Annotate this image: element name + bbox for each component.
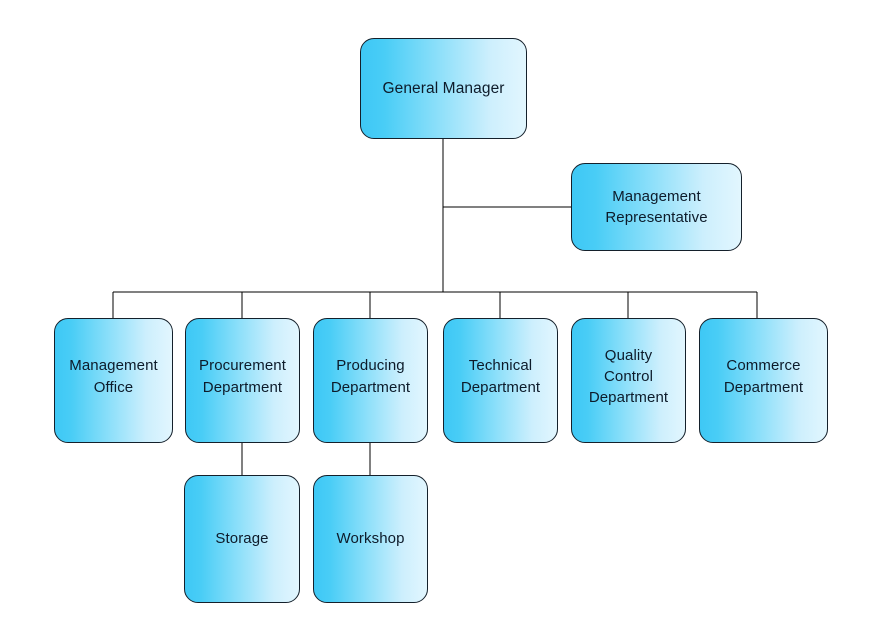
- node-label-management-representative: Management Representative: [605, 187, 708, 226]
- node-label-procurement-department: Procurement Department: [199, 357, 286, 396]
- node-general-manager[interactable]: General Manager: [360, 38, 527, 139]
- node-storage[interactable]: Storage: [184, 475, 300, 603]
- node-label-general-manager: General Manager: [382, 79, 505, 97]
- node-management-representative[interactable]: Management Representative: [571, 163, 742, 251]
- node-label-storage: Storage: [215, 530, 269, 548]
- node-producing-department[interactable]: Producing Department: [313, 318, 428, 443]
- node-label-commerce-department: Commerce Department: [723, 357, 804, 396]
- node-procurement-department[interactable]: Procurement Department: [185, 318, 300, 443]
- node-management-office[interactable]: Management Office: [54, 318, 173, 443]
- node-quality-control-department[interactable]: Quality Control Department: [571, 318, 686, 443]
- node-label-technical-department: Technical Department: [460, 357, 541, 396]
- node-label-quality-control-department: Quality Control Department: [588, 346, 669, 407]
- node-label-producing-department: Producing Department: [330, 357, 411, 396]
- node-label-management-office: Management Office: [69, 357, 158, 396]
- node-technical-department[interactable]: Technical Department: [443, 318, 558, 443]
- node-commerce-department[interactable]: Commerce Department: [699, 318, 828, 443]
- node-workshop[interactable]: Workshop: [313, 475, 428, 603]
- node-label-workshop: Workshop: [336, 530, 405, 548]
